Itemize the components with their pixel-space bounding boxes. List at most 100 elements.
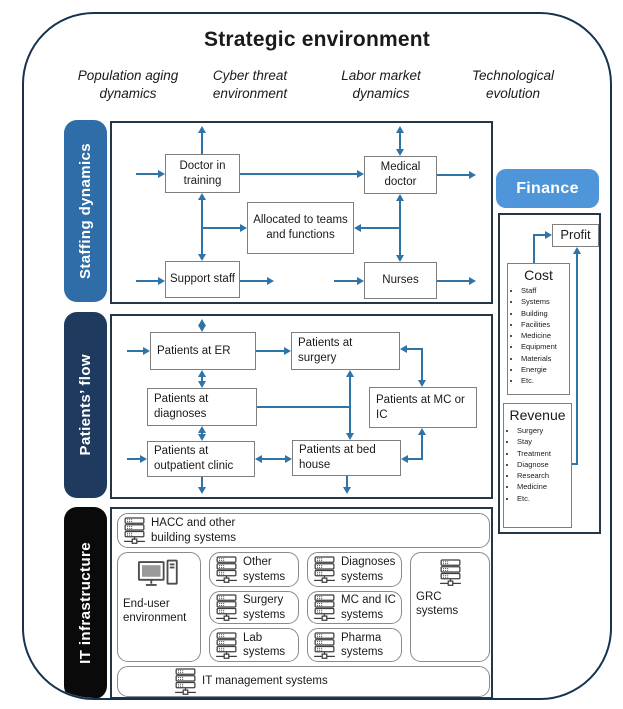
server-icon xyxy=(173,668,198,695)
box-allocated-teams-label: Allocated to teams and functions xyxy=(253,214,348,241)
box-patients-outpatient: Patients at outpatient clinic xyxy=(147,441,255,477)
flow-arrowhead xyxy=(418,428,426,435)
it-box-end-user-label: End-user environment xyxy=(123,598,187,625)
flow-arrowhead xyxy=(158,277,165,285)
server-icon xyxy=(312,556,337,583)
server-icon xyxy=(214,594,239,621)
page-title: Strategic environment xyxy=(204,28,430,51)
flow-line xyxy=(360,227,401,229)
box-medical-doctor-label: Medical doctor xyxy=(380,161,421,188)
flow-line xyxy=(421,435,423,459)
box-nurses: Nurses xyxy=(364,262,437,299)
cost-panel-title: Cost xyxy=(524,267,553,283)
server-icon xyxy=(312,631,337,659)
factor-cyber-threat: Cyber threat environment xyxy=(212,68,288,102)
flow-arrowhead xyxy=(354,224,361,232)
flow-line xyxy=(349,376,351,434)
flow-line xyxy=(127,458,141,460)
flow-arrowhead xyxy=(346,433,354,440)
it-box-end-user: End-user environment xyxy=(117,552,201,662)
it-box-other-systems: Other systems xyxy=(209,552,299,587)
list-item: Equipment xyxy=(521,341,569,352)
finance-header-label: Finance xyxy=(516,179,579,197)
it-box-it-management-label: IT management systems xyxy=(202,675,328,688)
it-box-mc-ic-systems-label: MC and IC systems xyxy=(341,594,396,621)
box-profit-label: Profit xyxy=(560,227,591,243)
flow-arrowhead xyxy=(198,254,206,261)
finance-section: Profit Cost StaffSystemsBuildingFaciliti… xyxy=(498,213,601,534)
box-support-staff: Support staff xyxy=(165,261,240,298)
factor-population-aging: Population aging dynamics xyxy=(77,68,179,102)
list-item: Stay xyxy=(517,436,571,447)
it-box-it-management: IT management systems xyxy=(117,666,490,697)
box-patients-bed-house-label: Patients at bed house xyxy=(299,444,376,471)
flow-line xyxy=(256,350,285,352)
list-item: Diagnose xyxy=(517,459,571,470)
flow-arrowhead xyxy=(396,126,404,133)
list-item: Medicine xyxy=(517,481,571,492)
tab-patients-flow-label: Patients’ flow xyxy=(77,354,94,456)
flow-arrowhead xyxy=(143,347,150,355)
server-icon xyxy=(438,559,463,586)
box-doctor-in-training: Doctor in training xyxy=(165,154,240,193)
flow-arrowhead xyxy=(343,487,351,494)
flow-arrowhead xyxy=(357,170,364,178)
box-patients-mc-ic: Patients at MC or IC xyxy=(369,387,477,428)
flow-line xyxy=(407,348,423,350)
flow-arrowhead xyxy=(545,231,552,239)
list-item: Research xyxy=(517,470,571,481)
box-patients-outpatient-label: Patients at outpatient clinic xyxy=(154,445,234,472)
server-icon xyxy=(214,556,239,583)
box-doctor-in-training-label: Doctor in training xyxy=(179,159,226,187)
it-box-mc-ic-systems: MC and IC systems xyxy=(307,591,402,624)
flow-line xyxy=(399,132,401,150)
flow-line xyxy=(437,174,470,176)
flow-arrowhead xyxy=(469,171,476,179)
flow-line xyxy=(201,432,203,435)
factor-labor-market: Labor market dynamics xyxy=(341,68,421,102)
factor-technological: Technological evolution xyxy=(471,68,555,102)
it-infrastructure-section: HACC and other building systems End-user… xyxy=(110,507,493,698)
flow-line xyxy=(136,173,159,175)
box-support-staff-label: Support staff xyxy=(170,273,235,286)
it-box-surgery-systems: Surgery systems xyxy=(209,591,299,624)
flow-line xyxy=(421,348,423,380)
it-box-surgery-systems-label: Surgery systems xyxy=(243,594,286,621)
list-item: Etc. xyxy=(517,493,571,504)
box-patients-diagnoses-label: Patients at diagnoses xyxy=(154,393,209,420)
flow-arrowhead xyxy=(198,381,206,388)
flow-arrowhead xyxy=(198,434,206,441)
box-profit: Profit xyxy=(552,224,599,247)
list-item: Etc. xyxy=(521,375,569,386)
strategic-environment-frame: Strategic environment Population aging d… xyxy=(22,12,612,700)
it-box-hacc-label: HACC and other building systems xyxy=(151,517,237,544)
it-box-grc-systems-label: GRC systems xyxy=(416,591,459,618)
it-box-lab-systems-label: Lab systems xyxy=(243,631,286,658)
revenue-panel: Revenue SurgeryStayTreatmentDiagnoseRese… xyxy=(503,403,572,528)
it-box-other-systems-label: Other systems xyxy=(243,556,286,583)
it-box-pharma-systems-label: Pharma systems xyxy=(341,631,384,658)
flow-line xyxy=(576,253,578,464)
box-patients-mc-ic-label: Patients at MC or IC xyxy=(376,393,465,421)
box-medical-doctor: Medical doctor xyxy=(364,156,437,194)
flow-arrowhead xyxy=(357,277,364,285)
flow-arrowhead xyxy=(573,247,581,254)
finance-header: Finance xyxy=(496,169,599,208)
flow-arrowhead xyxy=(285,455,292,463)
tab-staffing-dynamics-label: Staffing dynamics xyxy=(77,143,94,279)
box-patients-bed-house: Patients at bed house xyxy=(292,440,401,476)
box-allocated-teams: Allocated to teams and functions xyxy=(247,202,354,254)
box-patients-er: Patients at ER xyxy=(150,332,256,370)
box-patients-surgery: Patients at surgery xyxy=(291,332,400,370)
flow-arrowhead xyxy=(469,277,476,285)
it-box-diagnoses-systems: Diagnoses systems xyxy=(307,552,402,587)
flow-arrowhead xyxy=(346,370,354,377)
flow-arrowhead xyxy=(198,319,206,326)
tab-staffing-dynamics: Staffing dynamics xyxy=(64,120,107,302)
flow-arrowhead xyxy=(400,345,407,353)
flow-line xyxy=(201,477,203,488)
list-item: Medicine xyxy=(521,330,569,341)
tab-it-infrastructure-label: IT infrastructure xyxy=(77,542,94,664)
flow-arrowhead xyxy=(401,455,408,463)
patients-flow-section: Patients at ER Patients at surgery Patie… xyxy=(110,314,493,499)
